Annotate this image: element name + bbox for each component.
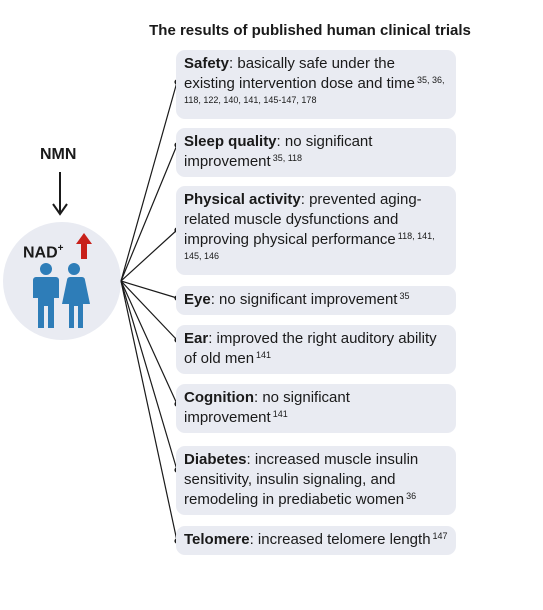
result-box-diabetes: Diabetes: increased muscle insulin sensi… [176,446,456,515]
connector-line [120,280,178,542]
nmn-label: NMN [40,146,77,163]
down-arrow-icon [52,172,68,216]
connector-line [120,280,178,405]
connector-line [120,280,178,341]
nad-circle [3,222,121,340]
connector-line [120,81,178,282]
result-box-ear: Ear: improved the right auditory ability… [176,325,456,374]
connector-line [120,229,178,282]
nad-label: NAD+ [23,243,64,262]
figure-title: The results of published human clinical … [149,22,471,39]
connector-line [120,144,178,282]
connector-line [120,280,178,299]
result-box-sleep-quality: Sleep quality: no significant improvemen… [176,128,456,177]
connector-line [120,280,178,471]
result-box-safety: Safety: basically safe under the existin… [176,50,456,119]
result-box-physical-activity: Physical activity: prevented aging-relat… [176,186,456,275]
red-up-arrow-icon [76,233,92,259]
man-woman-couple-icon [33,263,90,328]
